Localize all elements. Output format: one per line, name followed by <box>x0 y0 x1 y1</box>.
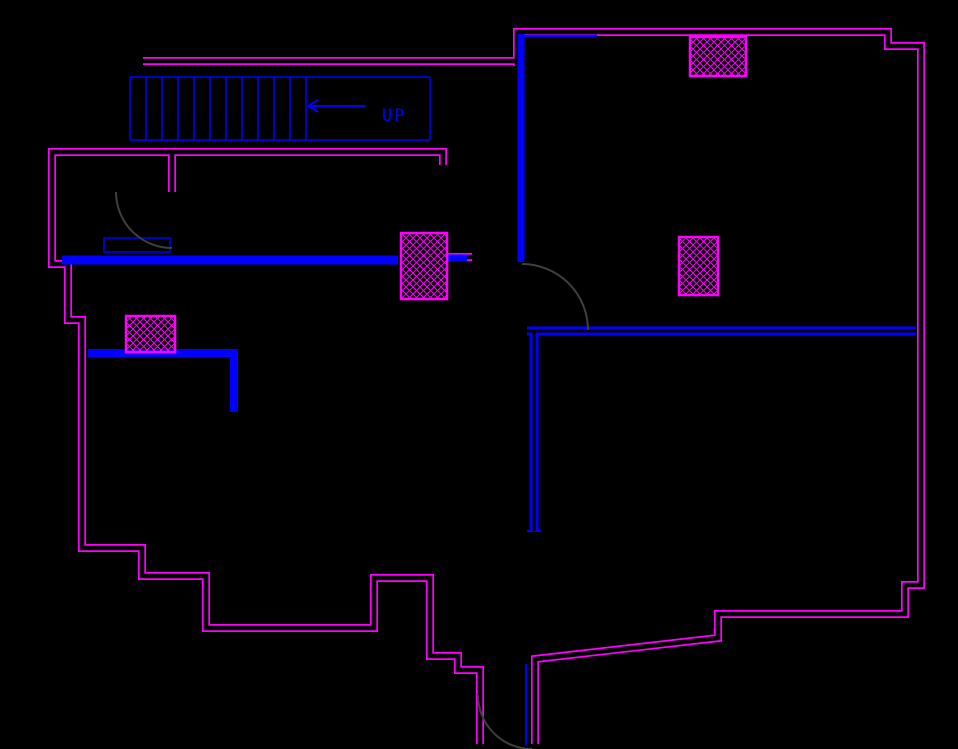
hatched-column-left <box>124 314 177 354</box>
door-arcs <box>115 191 589 749</box>
stair-stringers <box>130 76 431 141</box>
exterior-wall-right-core <box>517 32 921 744</box>
door-arc-center <box>521 263 589 331</box>
stair-direction-arrow <box>307 99 366 113</box>
exterior-walls-core <box>52 32 921 744</box>
hatched-column-top-right <box>688 35 748 78</box>
hatched-columns <box>124 35 748 354</box>
up-label: UP <box>382 106 406 126</box>
door-arc-bottom-entry <box>477 694 533 749</box>
staircase <box>129 76 431 141</box>
stair-treads <box>129 77 307 140</box>
hatched-column-center <box>399 231 449 301</box>
door-arc-upper-left <box>115 191 173 249</box>
exterior-walls <box>52 32 921 744</box>
interior-walls-double-core <box>525 329 918 533</box>
interior-walls-double <box>527 331 916 531</box>
hatched-column-right-middle <box>677 235 720 297</box>
door-threshold <box>103 237 171 253</box>
